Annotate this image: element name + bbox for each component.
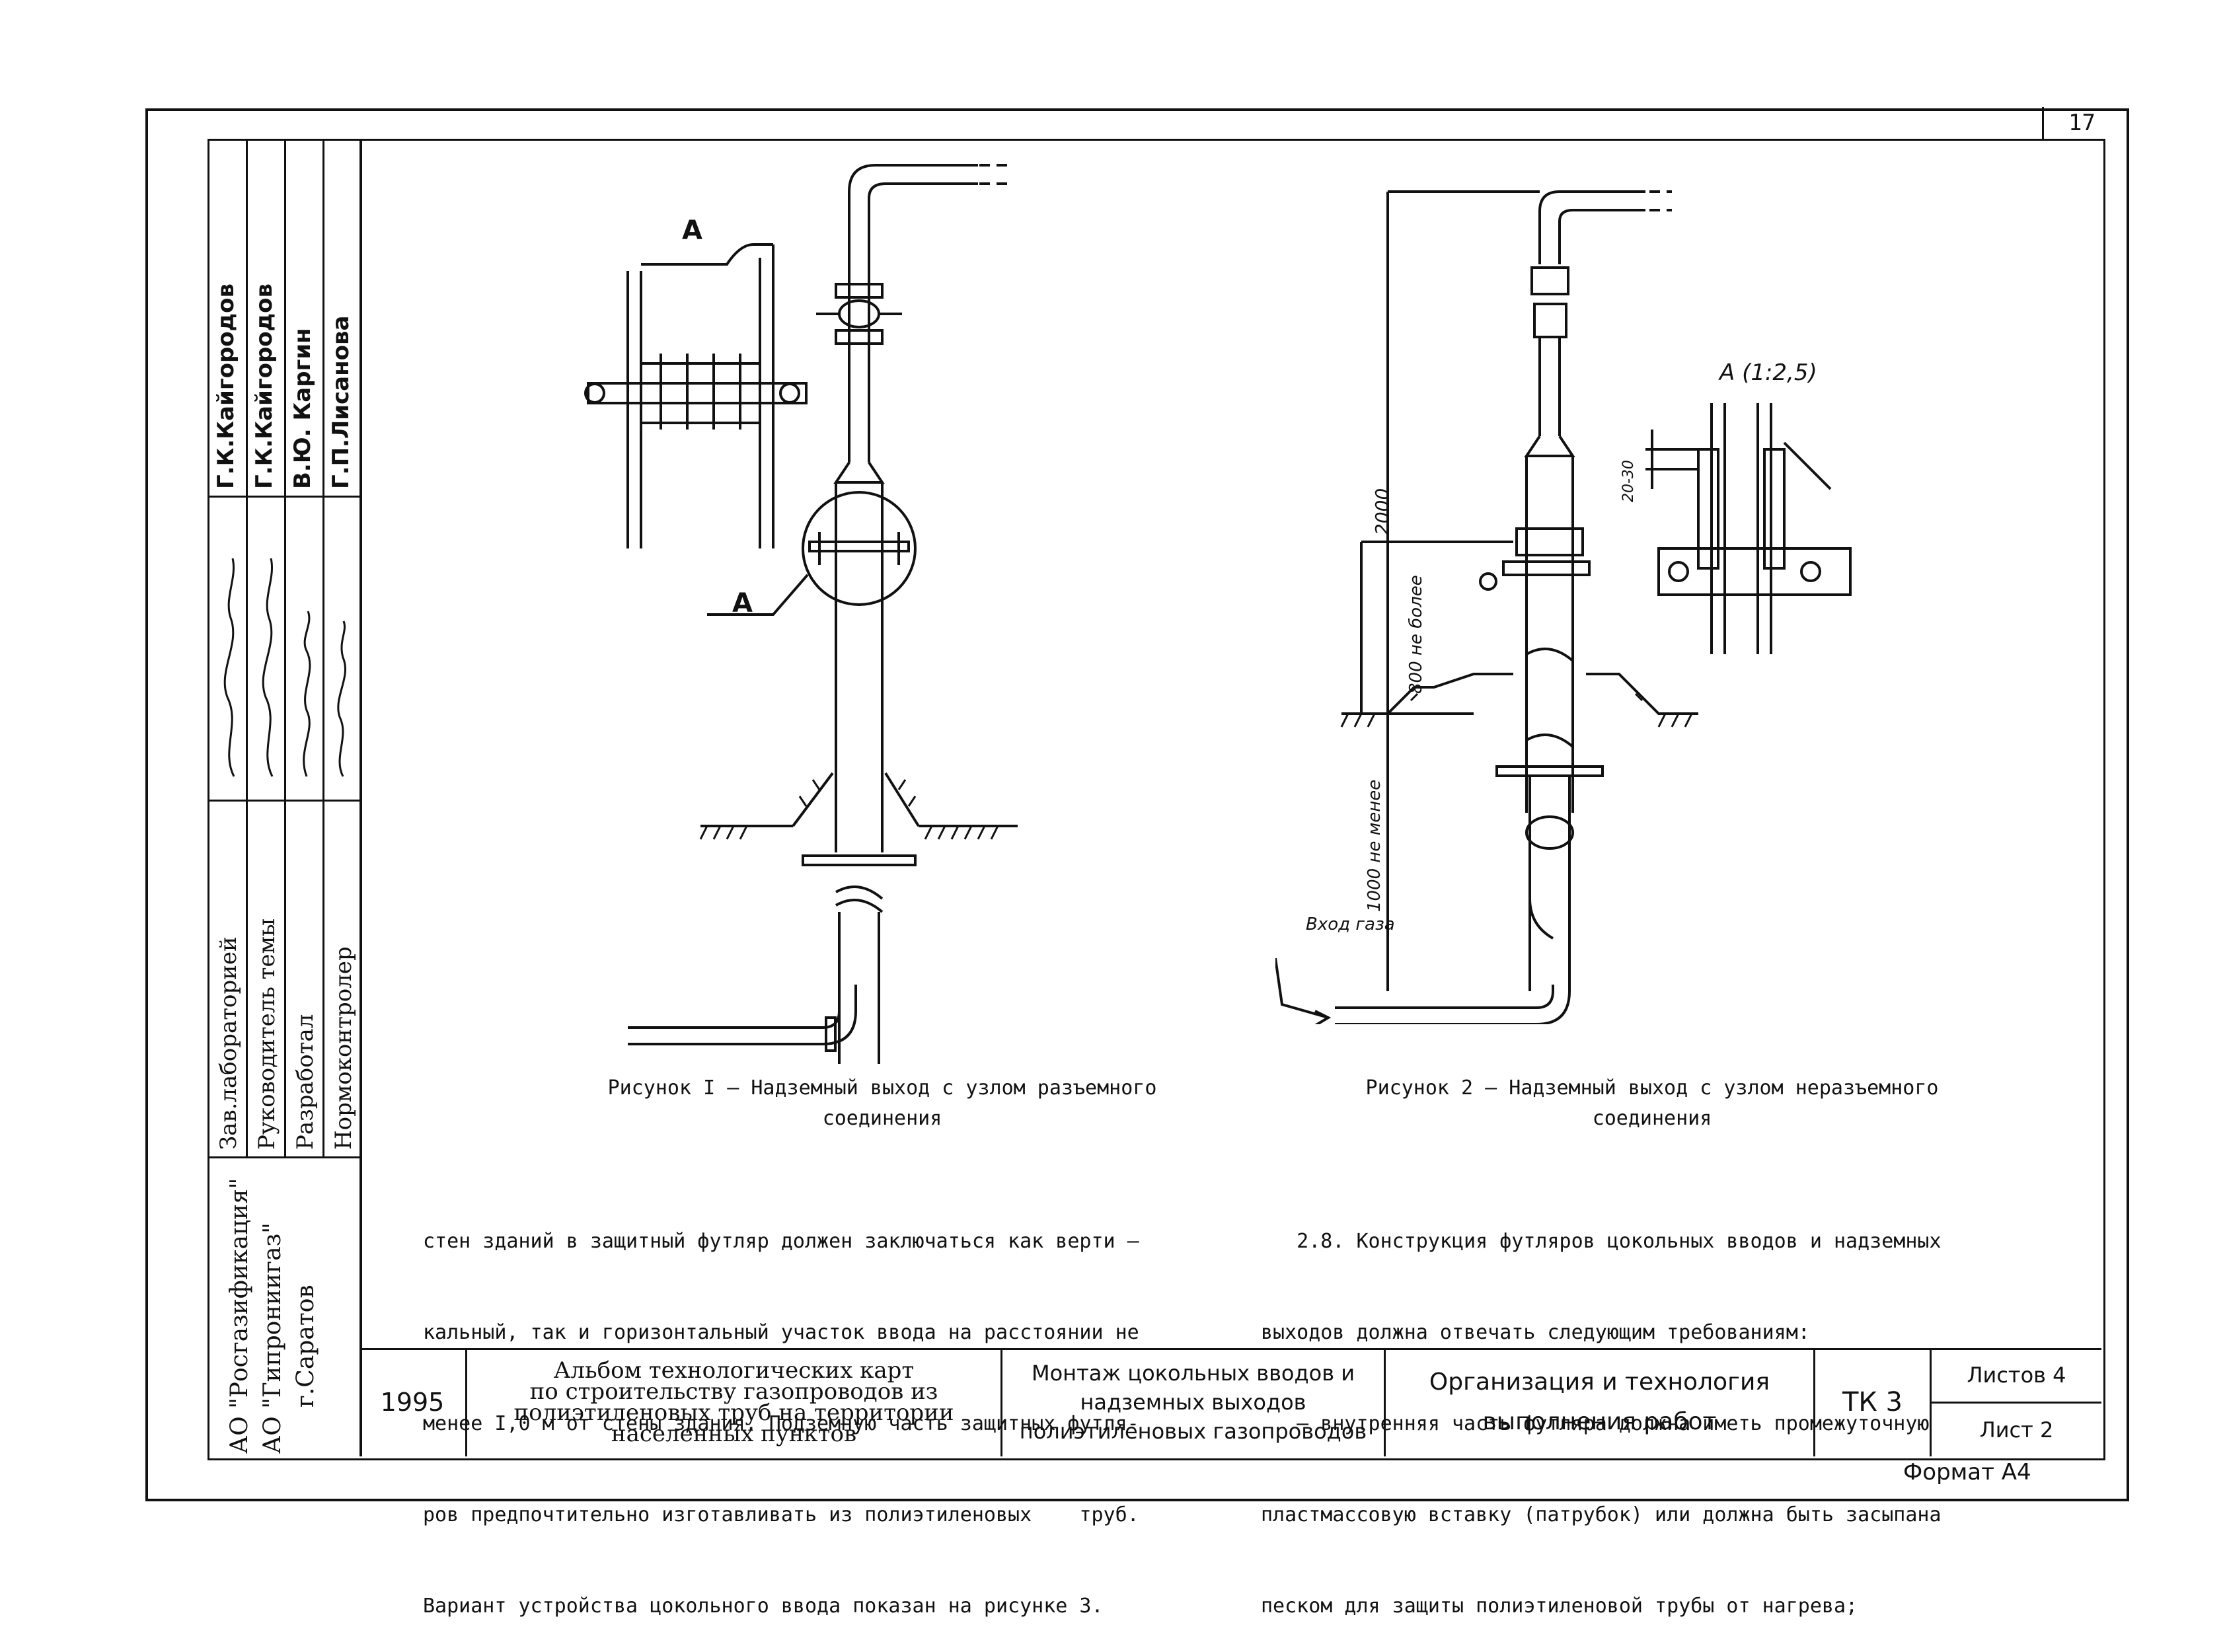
figure2-detail-a [1645,403,1852,654]
body-text-right-line: песком для защиты полиэтиленовой трубы о… [1261,1595,1858,1618]
side-panel: Г.К.Кайгородов Г.К.Кайгородов В.Ю. Карги… [207,139,362,1456]
sheet-number: Лист 2 [1979,1417,2054,1443]
role-theme-lead: Руководитель темы [254,918,280,1150]
side-divider [284,139,286,1156]
org-work-line: выполнения работ [1482,1408,1717,1435]
title-block-code: ТК 3 [1813,1348,1930,1456]
figure2-gas-inlet-label: Вход газа [1306,915,1395,934]
body-text-left-line: стен зданий в защитный футляр должен зак… [423,1230,1139,1253]
title-block-sheets: Листов 4 Лист 2 [1930,1348,2101,1456]
title-block-album: Альбом технологических карт по строитель… [465,1348,1000,1456]
body-text-right-line: выходов должна отвечать следующим требов… [1261,1321,1810,1344]
figure2-drawing [1275,190,1698,1024]
signatures [223,558,346,777]
figure2-dim-above: 800 не более [1406,575,1426,694]
figure1-caption: Рисунок I – Надземный выход с узлом разъ… [509,1073,1256,1134]
mounting-line: полиэтиленовых газопроводов [1019,1419,1367,1444]
figure1-caption-line2: соединения [822,1107,942,1130]
sheets-total: Листов 4 [1932,1349,2101,1404]
figure2-dim-total: 2000 [1371,488,1393,535]
body-text-left-line: Вариант устройства цокольного ввода пока… [423,1595,1104,1618]
name-head-lab: Г.К.Кайгородов [213,283,239,489]
mounting-line: надземных выходов [1080,1390,1306,1415]
album-line: полиэтиленовых труб на территории [513,1400,954,1426]
org-line-3: г.Саратов [292,1285,319,1408]
body-text-left-line: менее I,0 м от стены здания. Подземную ч… [423,1412,1139,1435]
side-divider [207,1156,359,1158]
side-divider [207,496,359,498]
side-divider [322,139,324,1156]
figure2-caption: Рисунок 2 – Надземный выход с узлом нера… [1315,1073,1989,1134]
figure2-dim-small: 20-30 [1620,460,1637,502]
title-block-organization: Организация и технология выполнения рабо… [1384,1348,1813,1456]
title-block-year: 1995 [380,1388,445,1417]
body-text-right-line: пластмассовую вставку (патрубок) или дол… [1261,1503,1942,1526]
title-block-mounting: Монтаж цокольных вводов и надземных выхо… [1000,1348,1384,1456]
title-block-top-border [359,1348,2101,1350]
body-text-right-line: – внутренняя часть футляра должна иметь … [1261,1412,1930,1435]
format-label: Формат А4 [1903,1459,2031,1485]
body-text-left-line: кальный, так и горизонтальный участок вв… [423,1321,1139,1344]
org-line-2: АО "Гипрониигаз" [259,1222,286,1454]
role-head-lab: Зав.лабораторией [215,936,242,1150]
figure2-caption-line2: соединения [1592,1107,1712,1130]
body-text-left-line: ров предпочтительно изготавливать из пол… [423,1503,1139,1526]
side-divider [246,139,248,1156]
page-number-box [2042,107,2126,139]
side-divider [207,800,359,802]
figure1-pointer-label: А [732,588,753,619]
figure2-caption-line1: Рисунок 2 – Надземный выход с узлом нера… [1365,1076,1939,1100]
figure2-detail-label: А (1:2,5) [1719,359,1817,386]
mounting-line: Монтаж цокольных вводов и [1031,1361,1355,1386]
org-line-1: АО "Росгазификация" [226,1178,253,1454]
figure1-caption-line1: Рисунок I – Надземный выход с узлом разъ… [607,1076,1157,1100]
role-norm-controller: Нормоконтролер [330,946,357,1150]
title-block: 1995 Альбом технологических карт по стро… [359,1348,2101,1456]
album-line: населенных пунктов [611,1421,857,1447]
album-line: по строительству газопроводов из [529,1378,938,1405]
outer-frame [145,108,2129,1501]
name-norm-controller: Г.П.Лисанова [328,315,354,489]
org-work-line: Организация и технология [1429,1369,1770,1396]
figure1-detail-label: А [682,215,702,246]
figure1-detail-a [584,243,808,548]
role-developer: Разработал [292,1014,319,1150]
album-line: Альбом технологических карт [553,1357,915,1384]
body-text-right-line: 2.8. Конструкция футляров цокольных ввод… [1261,1230,1942,1253]
name-theme-lead: Г.К.Кайгородов [251,283,278,489]
name-developer: В.Ю. Каргин [289,328,316,489]
figure2-dim-below: 1000 не менее [1365,779,1384,912]
page-number: 17 [2068,110,2095,136]
figure1-drawing [628,164,1018,1064]
